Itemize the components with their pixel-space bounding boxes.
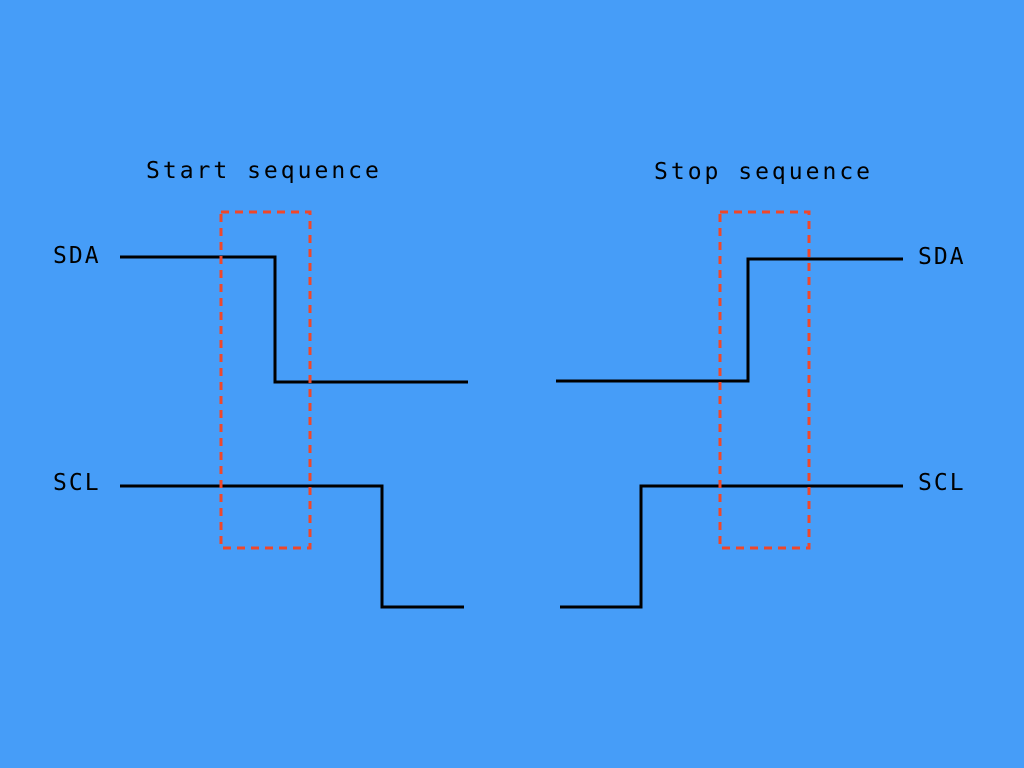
start-sda-waveform: [120, 255, 468, 384]
start-scl-waveform: [120, 484, 464, 609]
start-scl-label: SCL: [53, 470, 101, 496]
stop-sda-label: SDA: [918, 244, 966, 270]
start-sda-label: SDA: [53, 243, 101, 269]
stop-sequence-title: Stop sequence: [654, 159, 874, 185]
start-condition-highlight-box: [219, 210, 312, 550]
start-sequence-title: Start sequence: [146, 158, 382, 184]
stop-scl-label: SCL: [918, 470, 966, 496]
stop-sda-waveform: [556, 257, 903, 383]
stop-scl-waveform: [560, 484, 903, 609]
stop-condition-highlight-box: [718, 210, 811, 550]
